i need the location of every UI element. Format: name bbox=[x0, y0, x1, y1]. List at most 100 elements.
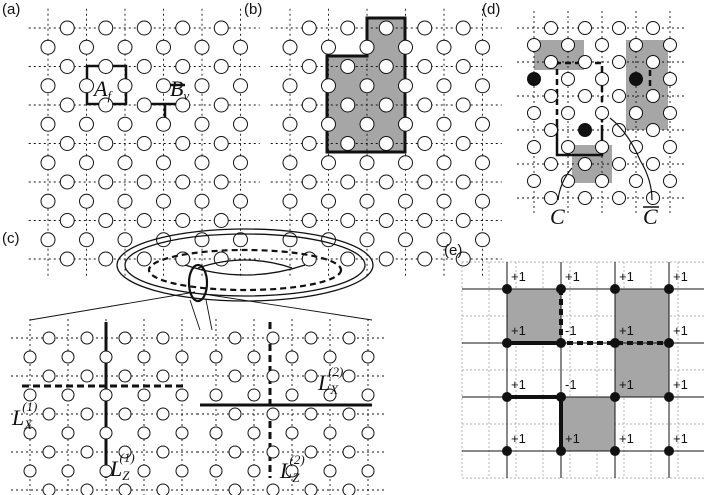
qubit bbox=[175, 97, 191, 113]
torus-icon bbox=[29, 228, 374, 331]
qubit bbox=[595, 174, 609, 188]
qubit bbox=[455, 251, 471, 267]
qubit bbox=[417, 136, 433, 151]
qubit bbox=[544, 191, 558, 205]
plaquette-value: +1 bbox=[673, 323, 688, 338]
qubit bbox=[340, 174, 356, 190]
qubit bbox=[578, 191, 592, 205]
plaquette-value: +1 bbox=[619, 269, 634, 284]
qubit bbox=[340, 20, 356, 36]
qubit bbox=[59, 59, 75, 74]
qubit bbox=[282, 232, 298, 248]
qubit bbox=[475, 232, 490, 248]
vertex-dot bbox=[502, 338, 512, 348]
qubit bbox=[629, 72, 643, 86]
qubits-b bbox=[282, 20, 490, 267]
qubit bbox=[23, 464, 37, 478]
qubit bbox=[398, 155, 413, 171]
vertex-dot bbox=[610, 392, 620, 402]
qubit bbox=[99, 388, 113, 402]
qubit bbox=[436, 116, 452, 132]
qubit bbox=[156, 39, 171, 55]
qubit bbox=[59, 213, 75, 228]
qubit bbox=[156, 193, 171, 209]
qubit bbox=[80, 331, 94, 345]
qubit bbox=[646, 157, 660, 171]
qubit bbox=[378, 174, 394, 190]
qubit bbox=[80, 483, 94, 495]
qubit bbox=[23, 350, 37, 364]
qubit bbox=[98, 20, 114, 36]
qubit bbox=[79, 155, 94, 171]
qubit bbox=[282, 39, 298, 55]
qubit bbox=[342, 369, 356, 383]
qubit bbox=[646, 89, 660, 103]
qubit bbox=[80, 369, 94, 383]
qubit bbox=[228, 331, 242, 345]
qubit bbox=[285, 464, 299, 478]
qubit bbox=[42, 445, 56, 459]
qubit bbox=[342, 331, 356, 345]
qubit bbox=[228, 369, 242, 383]
qubit bbox=[156, 116, 171, 132]
qubit bbox=[61, 350, 75, 364]
qubit bbox=[285, 350, 299, 364]
qubit bbox=[175, 251, 191, 267]
qubit bbox=[544, 21, 558, 35]
vertex-dot bbox=[502, 392, 512, 402]
qubit bbox=[301, 20, 317, 36]
qubit bbox=[61, 464, 75, 478]
plaquette-value: +1 bbox=[673, 377, 688, 392]
vertex-dot bbox=[502, 284, 512, 294]
qubit bbox=[59, 251, 75, 267]
qubit bbox=[209, 388, 223, 402]
qubit bbox=[79, 116, 94, 132]
qubit bbox=[228, 445, 242, 459]
qubit bbox=[175, 388, 189, 402]
qubit bbox=[323, 350, 337, 364]
qubit bbox=[663, 174, 677, 188]
qubit bbox=[42, 331, 56, 345]
qubit bbox=[359, 155, 375, 171]
qubit bbox=[117, 39, 133, 55]
qubit bbox=[136, 174, 152, 190]
qubit bbox=[595, 38, 609, 52]
qubit bbox=[209, 464, 223, 478]
plaquette-values-e: +1+1+1+1+1-1+1+1+1-1+1+1+1+1+1+1 bbox=[511, 269, 688, 446]
qubit bbox=[40, 155, 56, 171]
qubit bbox=[301, 174, 317, 190]
qubit bbox=[233, 78, 248, 94]
qubit bbox=[561, 72, 575, 86]
vertex-dot bbox=[556, 284, 566, 294]
vertex-dot bbox=[610, 446, 620, 456]
cbar-label: C bbox=[643, 204, 658, 229]
qubit bbox=[40, 78, 56, 94]
qubit bbox=[436, 39, 452, 55]
qubit bbox=[233, 116, 248, 132]
qubit bbox=[80, 407, 94, 421]
qubit bbox=[417, 174, 433, 190]
qubit bbox=[527, 106, 541, 120]
qubit bbox=[475, 193, 490, 209]
qubit bbox=[595, 140, 609, 154]
qubit bbox=[175, 426, 189, 440]
plaquette-value: +1 bbox=[511, 377, 526, 392]
shaded-plaquettes-e bbox=[507, 289, 669, 451]
qubit bbox=[194, 193, 210, 209]
panel-b: (b) bbox=[244, 1, 502, 279]
qubit bbox=[213, 251, 229, 267]
logical-z2-label: LZ(2) bbox=[279, 452, 305, 485]
qubits-c1 bbox=[23, 331, 189, 495]
qubit bbox=[527, 174, 541, 188]
qubit bbox=[266, 445, 280, 459]
qubit bbox=[612, 89, 626, 103]
qubit bbox=[398, 116, 413, 132]
qubit bbox=[213, 174, 229, 190]
qubit bbox=[117, 155, 133, 171]
qubit bbox=[340, 97, 356, 113]
qubit bbox=[194, 39, 210, 55]
plaquette-value: +1 bbox=[511, 323, 526, 338]
qubit bbox=[266, 483, 280, 495]
qubit bbox=[156, 78, 171, 94]
qubit bbox=[340, 213, 356, 228]
